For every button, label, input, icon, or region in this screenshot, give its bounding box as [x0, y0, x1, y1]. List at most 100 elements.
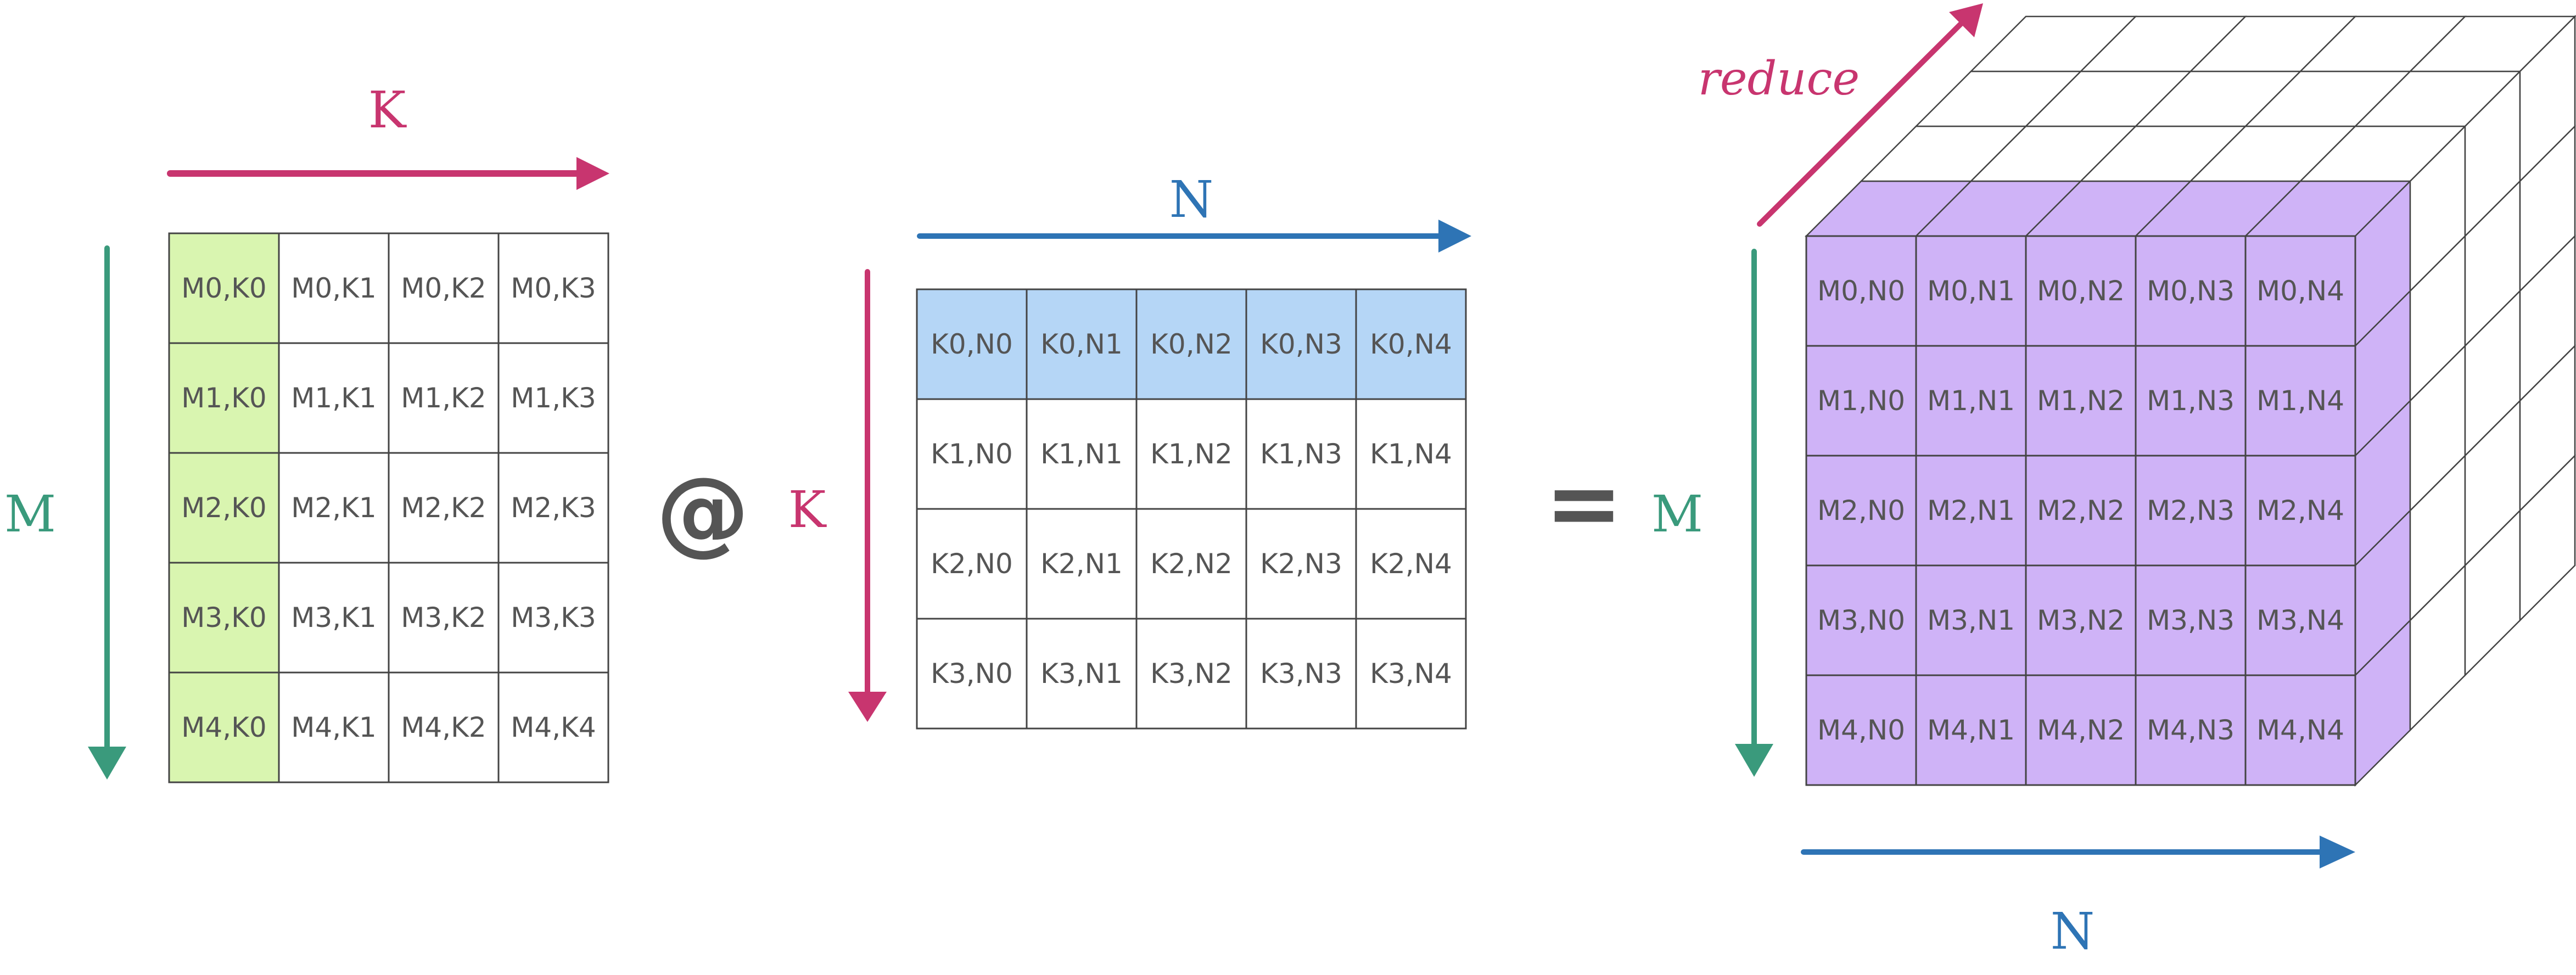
lhs-cell-label: M1,K1 [291, 382, 376, 414]
result-cell-label: M2,N3 [2147, 495, 2235, 526]
lhs-m-arrow-head [88, 747, 126, 780]
lhs-cell-label: M0,K3 [511, 272, 596, 304]
equals-operator: = [1545, 449, 1623, 558]
lhs-k-arrow-head [576, 157, 609, 190]
rhs-cell-label: K0,N1 [1040, 328, 1123, 360]
lhs-cell-label: M1,K3 [511, 382, 596, 414]
rhs-cell-label: K0,N4 [1370, 328, 1452, 360]
result-cell-label: M4,N2 [2037, 714, 2125, 746]
lhs-cell-label: M4,K4 [511, 711, 596, 743]
rhs-cell-label: K2,N2 [1150, 548, 1233, 580]
result-cell [1915, 345, 2027, 457]
result-cell [1805, 564, 1917, 676]
result-cell [2244, 455, 2356, 567]
rhs-k-arrow-head [848, 692, 887, 722]
lhs-cell [278, 562, 390, 674]
lhs-cell-label: M2,K0 [181, 492, 266, 524]
result-cell-label: M0,N1 [1927, 275, 2015, 307]
rhs-n-arrow-head [1438, 220, 1471, 253]
out-n-arrow-head [2320, 836, 2355, 868]
result-cell [2025, 674, 2137, 786]
rhs-cell [1135, 288, 1247, 400]
rhs-cell-label: K2,N4 [1370, 548, 1452, 580]
cube-side-cell [2519, 453, 2576, 623]
result-cell [2135, 674, 2247, 786]
rhs-cell-label: K2,N0 [931, 548, 1013, 580]
lhs-cell [388, 232, 500, 344]
lhs-m-label: M [4, 485, 56, 543]
rhs-cell-label: K1,N1 [1040, 438, 1123, 470]
rhs-cell-label: K3,N2 [1150, 658, 1233, 690]
result-cell-label: M2,N0 [1817, 495, 1905, 526]
result-cell [2025, 564, 2137, 676]
reduce-label: reduce [1698, 52, 1860, 105]
result-cell-label: M1,N2 [2037, 385, 2125, 417]
rhs-cell [916, 618, 1028, 730]
result-cell [2244, 674, 2356, 786]
rhs-cell-label: K2,N1 [1040, 548, 1123, 580]
result-cell [1915, 455, 2027, 567]
lhs-cell-label: M1,K0 [181, 382, 266, 414]
rhs-cell [1026, 288, 1138, 400]
lhs-cell [278, 232, 390, 344]
result-cell-label: M4,N3 [2147, 714, 2235, 746]
lhs-cell [497, 452, 609, 564]
lhs-cell [497, 671, 609, 783]
rhs-cell-label: K3,N4 [1370, 658, 1452, 690]
rhs-cell-label: K3,N1 [1040, 658, 1123, 690]
result-cell-label: M1,N3 [2147, 385, 2235, 417]
result-cell [2135, 235, 2247, 347]
result-cell-label: M2,N1 [1927, 495, 2015, 526]
rhs-cell-label: K2,N3 [1260, 548, 1342, 580]
rhs-cell [1245, 398, 1357, 510]
lhs-cell-label: M0,K2 [401, 272, 486, 304]
rhs-k-label: K [788, 480, 827, 539]
lhs-cell [168, 232, 280, 344]
result-cell-label: M3,N3 [2147, 604, 2235, 636]
lhs-cell-label: M4,K0 [181, 711, 266, 743]
result-cell-label: M3,N1 [1927, 604, 2015, 636]
out-n-label: N [2051, 902, 2095, 961]
result-cell [2135, 455, 2247, 567]
lhs-cell [497, 342, 609, 454]
result-cell-label: M3,N0 [1817, 604, 1905, 636]
lhs-cell-label: M2,K3 [511, 492, 596, 524]
rhs-cell [1245, 618, 1357, 730]
rhs-cell [916, 508, 1028, 620]
lhs-cell-label: M4,K1 [291, 711, 376, 743]
result-cell-label: M0,N4 [2256, 275, 2344, 307]
rhs-cell-label: K0,N3 [1260, 328, 1342, 360]
result-cell-label: M2,N2 [2037, 495, 2125, 526]
lhs-cell-label: M3,K1 [291, 602, 376, 634]
lhs-cell-label: M3,K3 [511, 602, 596, 634]
lhs-cell [278, 671, 390, 783]
lhs-k-label: K [368, 81, 407, 139]
lhs-cell-label: M2,K2 [401, 492, 486, 524]
result-cell [1805, 455, 1917, 567]
lhs-cell-label: M1,K2 [401, 382, 486, 414]
result-cell-label: M1,N4 [2256, 385, 2344, 417]
result-cell [1805, 674, 1917, 786]
result-cell [2244, 564, 2356, 676]
rhs-cell-label: K0,N2 [1150, 328, 1233, 360]
rhs-cell-label: K1,N3 [1260, 438, 1342, 470]
rhs-cell-label: K3,N3 [1260, 658, 1342, 690]
result-cell-label: M4,N4 [2256, 714, 2344, 746]
out-m-arrow-head [1735, 744, 1773, 777]
rhs-cell-label: K1,N4 [1370, 438, 1452, 470]
rhs-cell-label: K1,N2 [1150, 438, 1233, 470]
result-cell [2244, 235, 2356, 347]
rhs-cell [916, 288, 1028, 400]
rhs-cell [1135, 618, 1247, 730]
lhs-cell-label: M3,K0 [181, 602, 266, 634]
lhs-cell [497, 232, 609, 344]
lhs-cell [168, 671, 280, 783]
rhs-cell [1135, 398, 1247, 510]
reduce-arrow-shaft [1757, 19, 1965, 227]
rhs-cell [1026, 618, 1138, 730]
result-cell [1915, 235, 2027, 347]
result-cell-label: M0,N3 [2147, 275, 2235, 307]
